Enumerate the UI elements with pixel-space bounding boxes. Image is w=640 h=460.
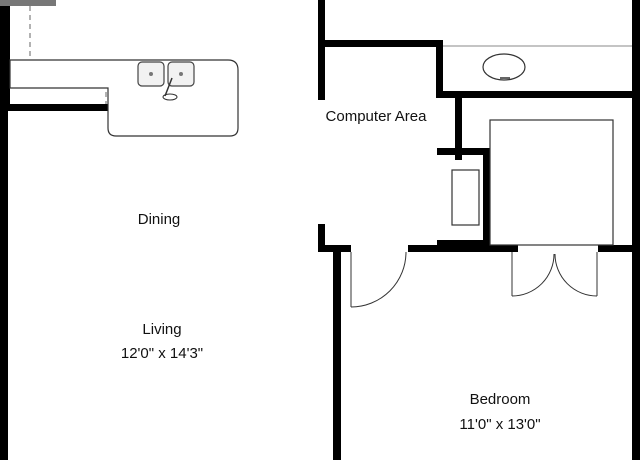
faucet-base-icon: [162, 93, 178, 101]
faucet-icon: [164, 77, 173, 97]
wall-center-top: [318, 0, 325, 100]
upper-cabinet-dashed: [29, 6, 107, 104]
drain-left-icon: [149, 72, 153, 76]
kitchen-counter: [9, 59, 239, 137]
room-label-dining: Dining: [138, 211, 181, 228]
wall-center-lower-stub: [318, 224, 325, 252]
wall-kitchen-bottom: [0, 104, 108, 111]
range-hood: [0, 0, 56, 6]
wall-closet-left: [455, 98, 462, 160]
bedroom-door-swing: [350, 251, 407, 308]
closet-door-left-swing: [511, 253, 555, 297]
bathroom: [443, 45, 632, 81]
wall-computer-right: [436, 40, 443, 98]
room-label-living: Living: [142, 321, 181, 338]
wall-bedroom-top-left: [318, 245, 351, 252]
wall-closet-bottom: [437, 240, 489, 247]
room-size-bedroom: 11'0" x 13'0": [459, 416, 540, 433]
wall-right-exterior: [632, 0, 640, 460]
wall-bedroom-top-right: [598, 245, 640, 252]
room-size-living: 12'0" x 14'3": [121, 345, 203, 362]
bath-sink: [482, 53, 526, 81]
doors: [350, 251, 598, 308]
kitchen: [0, 0, 239, 137]
closet-door-right-swing: [554, 253, 598, 297]
wall-computer-top: [318, 40, 443, 47]
room-label-bedroom: Bedroom: [470, 391, 531, 408]
bedroom-closet: [489, 119, 614, 246]
drain-right-icon: [179, 72, 183, 76]
closet-shelf: [451, 169, 480, 226]
wall-bedroom-left: [333, 252, 341, 460]
wall-kitchen-top-stub: [0, 0, 10, 108]
wall-bedroom-top-mid: [408, 245, 518, 252]
room-label-computer-area: Computer Area: [326, 108, 428, 125]
wall-closet-right: [483, 148, 490, 248]
wall-left-exterior: [0, 0, 8, 460]
wall-closet-top: [437, 148, 489, 155]
wall-bath-bottom: [443, 91, 640, 98]
